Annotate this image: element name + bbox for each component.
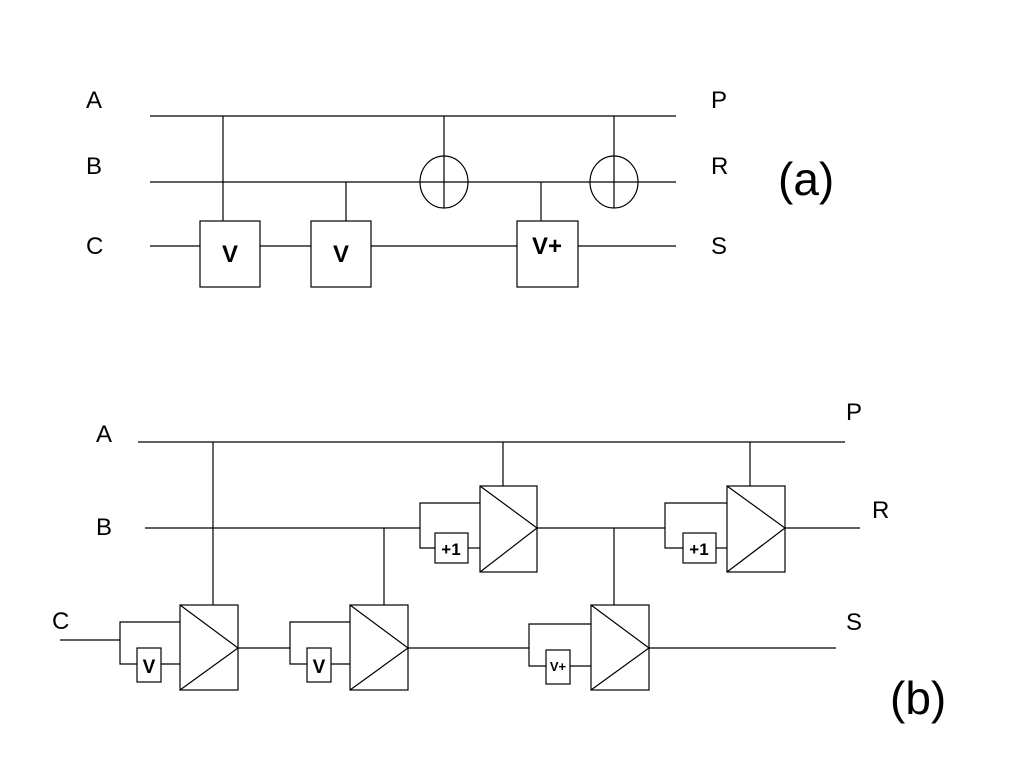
xor-target bbox=[419, 155, 469, 209]
selector-triangle-icon bbox=[179, 604, 240, 691]
gate-v bbox=[136, 647, 162, 683]
gate-label: +1 bbox=[689, 540, 708, 559]
input-label-a: A bbox=[96, 421, 112, 448]
selector-box bbox=[726, 485, 786, 573]
output-label-s: S bbox=[711, 233, 727, 260]
gate-label: V+ bbox=[532, 233, 562, 260]
gate-label: +1 bbox=[441, 540, 460, 559]
gate-v: V bbox=[310, 220, 372, 288]
input-label-a: A bbox=[86, 87, 102, 114]
selector-triangle-icon bbox=[726, 485, 787, 573]
selector-triangle-icon bbox=[479, 485, 538, 573]
selector-box bbox=[179, 604, 239, 691]
output-label-r: R bbox=[711, 153, 728, 180]
xor-target bbox=[589, 155, 639, 209]
gate-label: V bbox=[333, 241, 349, 268]
gate-v-plus: V+ bbox=[516, 220, 579, 288]
gate-label: V bbox=[313, 657, 326, 678]
selector-box bbox=[590, 604, 650, 691]
input-label-c: C bbox=[86, 233, 103, 260]
selector-box bbox=[349, 604, 409, 691]
controlled-gate-block: V bbox=[119, 604, 240, 691]
gate-label: V+ bbox=[550, 659, 567, 674]
gate-label: V bbox=[143, 657, 156, 678]
selector-box bbox=[479, 485, 538, 573]
controlled-gate-block: V+ bbox=[528, 604, 651, 691]
input-label-c: C bbox=[52, 608, 69, 635]
controlled-gate-block: +1 bbox=[664, 485, 787, 573]
gate-v: V bbox=[199, 220, 261, 288]
input-label-b: B bbox=[96, 514, 112, 541]
input-label-b: B bbox=[86, 153, 102, 180]
output-label-s: S bbox=[846, 609, 862, 636]
diagram-b: V V V+ + bbox=[52, 399, 946, 724]
output-label-p: P bbox=[711, 87, 727, 114]
gate-v bbox=[306, 647, 332, 683]
diagram-tag-a: (a) bbox=[778, 153, 834, 205]
gate-v-plus bbox=[545, 649, 571, 685]
selector-triangle-icon bbox=[590, 604, 651, 691]
gate-label: V bbox=[222, 241, 238, 268]
gate-plus-one bbox=[434, 532, 469, 564]
gate-plus-one bbox=[682, 532, 717, 564]
output-label-r: R bbox=[872, 497, 889, 524]
selector-triangle-icon bbox=[349, 604, 410, 691]
controlled-gate-block: V bbox=[289, 604, 410, 691]
diagram-tag-b: (b) bbox=[890, 672, 946, 724]
controlled-gate-block: +1 bbox=[419, 485, 538, 573]
diagram-a: V V V+ A B C P R S (a) bbox=[86, 87, 834, 288]
output-label-p: P bbox=[846, 399, 862, 426]
